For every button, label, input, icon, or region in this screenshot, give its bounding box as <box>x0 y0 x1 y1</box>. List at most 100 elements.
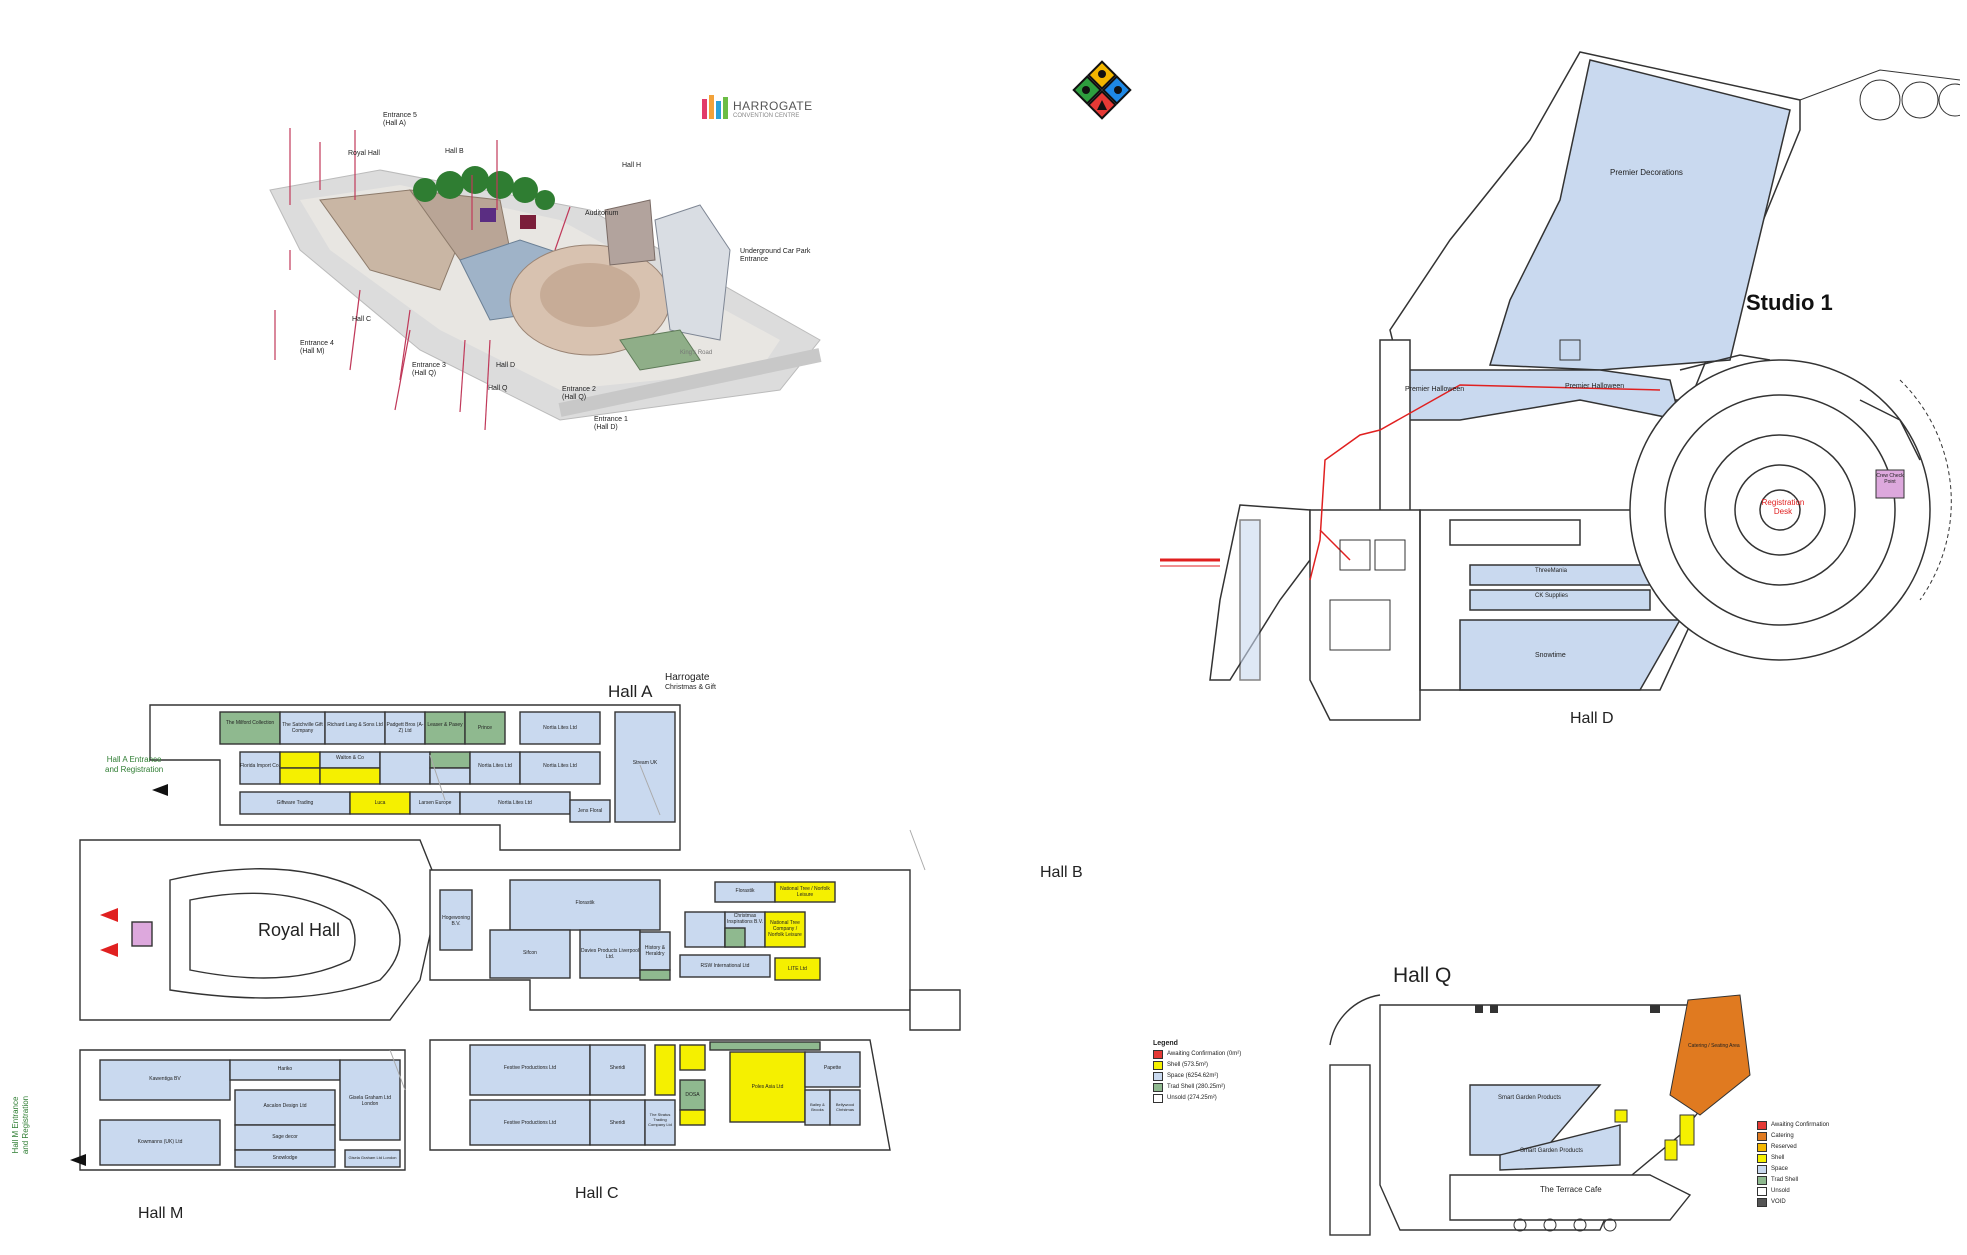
legend-q-item: Reserved <box>1757 1142 1877 1153</box>
booth-hariko[interactable]: Hariko <box>277 1066 293 1072</box>
hall-d-title: Hall D <box>1570 710 1614 727</box>
booth-bellywood[interactable]: Bellywood Christmas <box>835 1102 855 1112</box>
booth-nortia-4[interactable]: Nortia Lites Ltd <box>498 800 532 806</box>
booth-satchville[interactable]: The Satchville Gift Company <box>282 722 323 734</box>
registration-desk: Registration Desk <box>1761 498 1805 516</box>
booth-leaser[interactable]: Leaser & Pasey <box>427 722 463 728</box>
booth-luca[interactable]: Luca <box>374 800 386 806</box>
legend-q-item: Catering <box>1757 1131 1877 1142</box>
booth-walton[interactable]: Walton & Co <box>336 755 364 761</box>
booth-sheridi-1[interactable]: Sheridi <box>609 1065 626 1071</box>
aerial-site-drawing <box>269 128 822 431</box>
booth-lite[interactable]: LITE Ltd <box>788 966 807 972</box>
legend-q-item: Awaiting Confirmation <box>1757 1120 1877 1131</box>
booth-bailey-brooks[interactable]: Bailey & Brooks <box>810 1102 825 1112</box>
booth-florastik-2[interactable]: Florastik <box>735 888 755 894</box>
booth-christmas-inspirations[interactable]: Christmas Inspirations B.V. <box>727 913 763 925</box>
aerial-label-hall-q: Hall Q <box>488 385 508 392</box>
booth-larsen[interactable]: Larsen Europe <box>418 800 452 806</box>
booth-smart-garden-1[interactable]: Smart Garden Products <box>1498 1095 1562 1101</box>
legend-label: Space <box>1771 1166 1789 1172</box>
legend-q-item: Space <box>1757 1164 1877 1175</box>
booth-jens-floral[interactable]: Jens Floral <box>577 808 603 814</box>
booth-milford[interactable]: The Milford Collection <box>225 720 275 726</box>
booth-national-tree-1[interactable]: National Tree / Norfolk Leisure <box>780 886 830 898</box>
legend-halls-abcm: Legend Awaiting Confirmation (0m²) Shell… <box>1153 1038 1273 1104</box>
booth-festive-1[interactable]: Festive Productions Ltd <box>503 1065 557 1071</box>
booth-snowlodge[interactable]: Snowlodge <box>272 1155 298 1161</box>
hall-q-title: Hall Q <box>1393 964 1452 987</box>
booth-kawentiga[interactable]: Kawentiga BV <box>149 1076 181 1082</box>
booth-stratus[interactable]: The Stratus Trading Company Ltd <box>648 1112 672 1127</box>
booth-premier-halloween-2[interactable]: Premier Halloween <box>1565 383 1625 390</box>
harrogate-logo-mark <box>702 95 728 119</box>
booth-richard-lang[interactable]: Richard Lang & Sons Ltd <box>327 722 383 728</box>
booth-nortia-2[interactable]: Nortia Lites Ltd <box>478 763 512 769</box>
booth-prince[interactable]: Prince <box>477 725 493 731</box>
hall-a-entrance-label: Hall A Entrance and Registration <box>105 755 164 774</box>
hall-q-plan: Smart Garden Products Smart Garden Produ… <box>1320 985 1780 1250</box>
booth-florida-import[interactable]: Florida Import Co. <box>240 763 281 769</box>
booth-davies[interactable]: Davies Products Liverpool Ltd. <box>580 948 640 960</box>
booth-florastik-1[interactable]: Florastik <box>575 900 595 906</box>
booth-snowtime[interactable]: Snowtime <box>1535 652 1566 659</box>
legend-swatch-blue <box>1757 1165 1767 1174</box>
halls-abcm-plan: The Milford Collection The Satchville Gi… <box>60 650 1220 1210</box>
legend-swatch-yellow <box>1153 1061 1163 1070</box>
booth-history-heraldry[interactable]: History & Heraldry <box>644 945 666 957</box>
booth-gisela-1[interactable]: Gisela Graham Ltd London <box>349 1095 391 1107</box>
legend-q-item: Trad Shell <box>1757 1175 1877 1186</box>
aerial-label-kings-road: King's Road <box>680 350 713 356</box>
legend-swatch-red <box>1153 1050 1163 1059</box>
booth-national-tree-2[interactable]: National Tree Company / Norfolk Leisure <box>768 920 802 938</box>
logo-text: HARROGATE <box>733 99 813 113</box>
legend-item: Trad Shell (280.25m²) <box>1153 1082 1273 1093</box>
booth-festive-2[interactable]: Festive Productions Ltd <box>503 1120 557 1126</box>
booth-kowmanns[interactable]: Kowmanns (UK) Ltd <box>137 1139 183 1145</box>
booth-rsw[interactable]: RSW International Ltd <box>700 963 750 969</box>
aerial-label-hall-b: Hall B <box>445 148 464 155</box>
booth-stream-uk[interactable]: Stream UK <box>632 760 658 766</box>
royal-hall-title: Royal Hall <box>258 920 341 940</box>
hall-c-title: Hall C <box>575 1185 619 1202</box>
booth-threemania[interactable]: ThreeMania <box>1535 568 1568 574</box>
legend-label: Shell (573.5m²) <box>1167 1062 1209 1068</box>
legend-label: Space (6254.62m²) <box>1167 1073 1219 1079</box>
booth-gisela-2[interactable]: Gisela Graham Ltd London <box>348 1155 397 1160</box>
aerial-label-royal-hall: Royal Hall <box>348 150 380 157</box>
aerial-label-entrance-5: Entrance 5 (Hall A) <box>383 112 417 127</box>
booth-premier-halloween-1[interactable]: Premier Halloween <box>1405 386 1465 393</box>
logo-subtext: CONVENTION CENTRE <box>733 113 800 119</box>
booth-padgett[interactable]: Padgett Bros (A-Z) Ltd <box>386 722 424 734</box>
legend-swatch-red <box>1757 1121 1767 1130</box>
booth-nortia-3[interactable]: Nortia Lites Ltd <box>543 763 577 769</box>
booth-ascalon[interactable]: Ascalon Design Ltd <box>263 1103 307 1109</box>
booth-nortia-1[interactable]: Nortia Lites Ltd <box>543 725 577 731</box>
legend-swatch-green <box>1757 1176 1767 1185</box>
booth-sheridi-2[interactable]: Sheridi <box>609 1120 626 1126</box>
legend-item: Space (6254.62m²) <box>1153 1071 1273 1082</box>
hall-m-title: Hall M <box>138 1205 184 1222</box>
booth-sifcon[interactable]: Sifcon <box>523 950 537 956</box>
booth-dosa[interactable]: DOSA <box>685 1092 700 1098</box>
booth-hogewoning[interactable]: Hogewoning B.V. <box>442 915 470 927</box>
booth-papette[interactable]: Papette <box>823 1065 842 1071</box>
booth-giftware[interactable]: Giftware Trading <box>276 800 314 806</box>
aerial-label-entrance-4: Entrance 4 (Hall M) <box>300 340 334 355</box>
aerial-label-hall-c: Hall C <box>352 316 372 323</box>
booth-smart-garden-2[interactable]: Smart Garden Products <box>1520 1148 1584 1154</box>
aerial-label-hall-d: Hall D <box>496 362 516 369</box>
booth-premier-decorations[interactable]: Premier Decorations <box>1610 168 1683 177</box>
legend-swatch-yellow <box>1757 1154 1767 1163</box>
booth-poles-asia[interactable]: Poles Asia Ltd <box>751 1084 784 1090</box>
legend-item: Shell (573.5m²) <box>1153 1060 1273 1071</box>
legend-label: Reserved <box>1771 1144 1797 1150</box>
legend-label: Unsold (274.25m²) <box>1167 1095 1217 1101</box>
legend-q-item: Shell <box>1757 1153 1877 1164</box>
legend-item: Awaiting Confirmation (0m²) <box>1153 1049 1273 1060</box>
booth-sage-decor[interactable]: Sage decor <box>272 1134 298 1140</box>
halls-abcm-floorplan <box>70 704 961 1171</box>
legend-title: Legend <box>1153 1040 1178 1047</box>
legend-swatch-white <box>1757 1187 1767 1196</box>
booth-ck-supplies[interactable]: CK Supplies <box>1535 593 1569 599</box>
